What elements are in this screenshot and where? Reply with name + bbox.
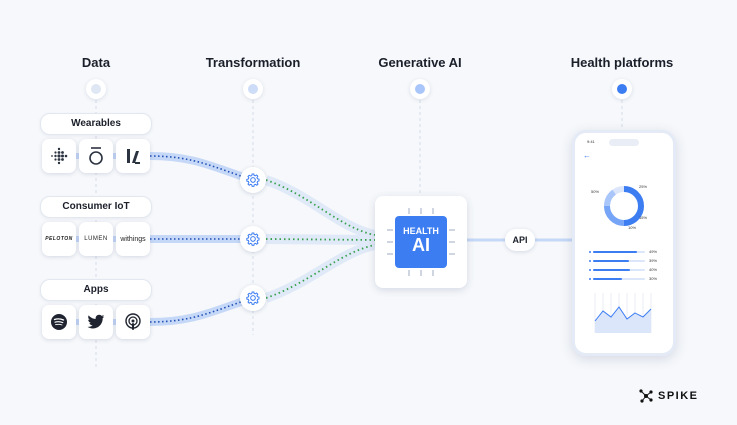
progress-row: 40% [589, 267, 659, 274]
lumen-logo: LUMEN [79, 222, 113, 256]
chip-label-health: HEALTH [403, 226, 439, 236]
column-title-data: Data [81, 55, 111, 70]
donut-label: 25% [639, 184, 648, 189]
progress-row: 49% [589, 249, 659, 256]
peloton-logo: PELOTON [42, 222, 76, 256]
back-arrow-icon: ← [583, 151, 591, 160]
column-node-data: .d1::after{background:#dfe7f4;} [86, 79, 106, 99]
donut-chart [604, 186, 644, 226]
group-label-apps: Apps [40, 279, 152, 301]
column-title-health-platforms: Health platforms [570, 55, 674, 70]
spike-molecule-icon [639, 389, 653, 403]
progress-fill [593, 260, 630, 262]
transformation-gear-icon [240, 167, 266, 193]
transformation-gear-icon [240, 285, 266, 311]
health-ai-chip: HEALTH AI [395, 216, 447, 268]
phone-notch [609, 139, 639, 146]
withings-label: withings [120, 235, 146, 243]
progress-row: 39% [589, 258, 659, 265]
progress-fill [593, 278, 622, 280]
oura-ring-icon [79, 139, 113, 173]
health-ai-chip-card: HEALTH AI [375, 196, 467, 288]
spotify-icon [42, 305, 76, 339]
progress-value: 39% [649, 258, 658, 263]
column-node-transformation [243, 79, 263, 99]
progress-value: 49% [649, 249, 658, 254]
column-title-generative-ai: Generative AI [378, 55, 462, 70]
progress-value: 40% [649, 267, 658, 272]
group-label-consumer-iot: Consumer IoT [40, 196, 152, 218]
progress-list: 49% 39% 40% 30% [589, 249, 659, 285]
column-node-generative-ai [410, 79, 430, 99]
column-title-transformation: Transformation [205, 55, 301, 70]
twitter-icon [79, 305, 113, 339]
donut-label: 15% [639, 215, 648, 220]
fitbit-icon [42, 139, 76, 173]
podcasts-icon [116, 305, 150, 339]
column-node-health-platforms [612, 79, 632, 99]
phone-mockup: 9:41 ← 50% 25% 15% 10% 49% 39% 40% 30% [572, 130, 676, 356]
group-label-wearables: Wearables [40, 113, 152, 135]
withings-logo: withings [116, 222, 150, 256]
progress-fill [593, 269, 631, 271]
progress-row: 30% [589, 276, 659, 283]
brand-name: SPIKE [658, 390, 699, 402]
progress-value: 30% [649, 276, 658, 281]
line-chart [594, 293, 652, 333]
phone-time: 9:41 [587, 139, 595, 144]
spike-logo: SPIKE [638, 388, 699, 404]
progress-fill [593, 251, 638, 253]
donut-label: 10% [628, 225, 637, 230]
transformation-gear-icon [240, 226, 266, 252]
peloton-label: PELOTON [45, 236, 73, 242]
whoop-icon [116, 139, 150, 173]
chip-label-ai: AI [412, 235, 430, 255]
api-label: API [505, 229, 535, 251]
lumen-label: LUMEN [84, 236, 108, 242]
donut-label: 50% [591, 189, 600, 194]
